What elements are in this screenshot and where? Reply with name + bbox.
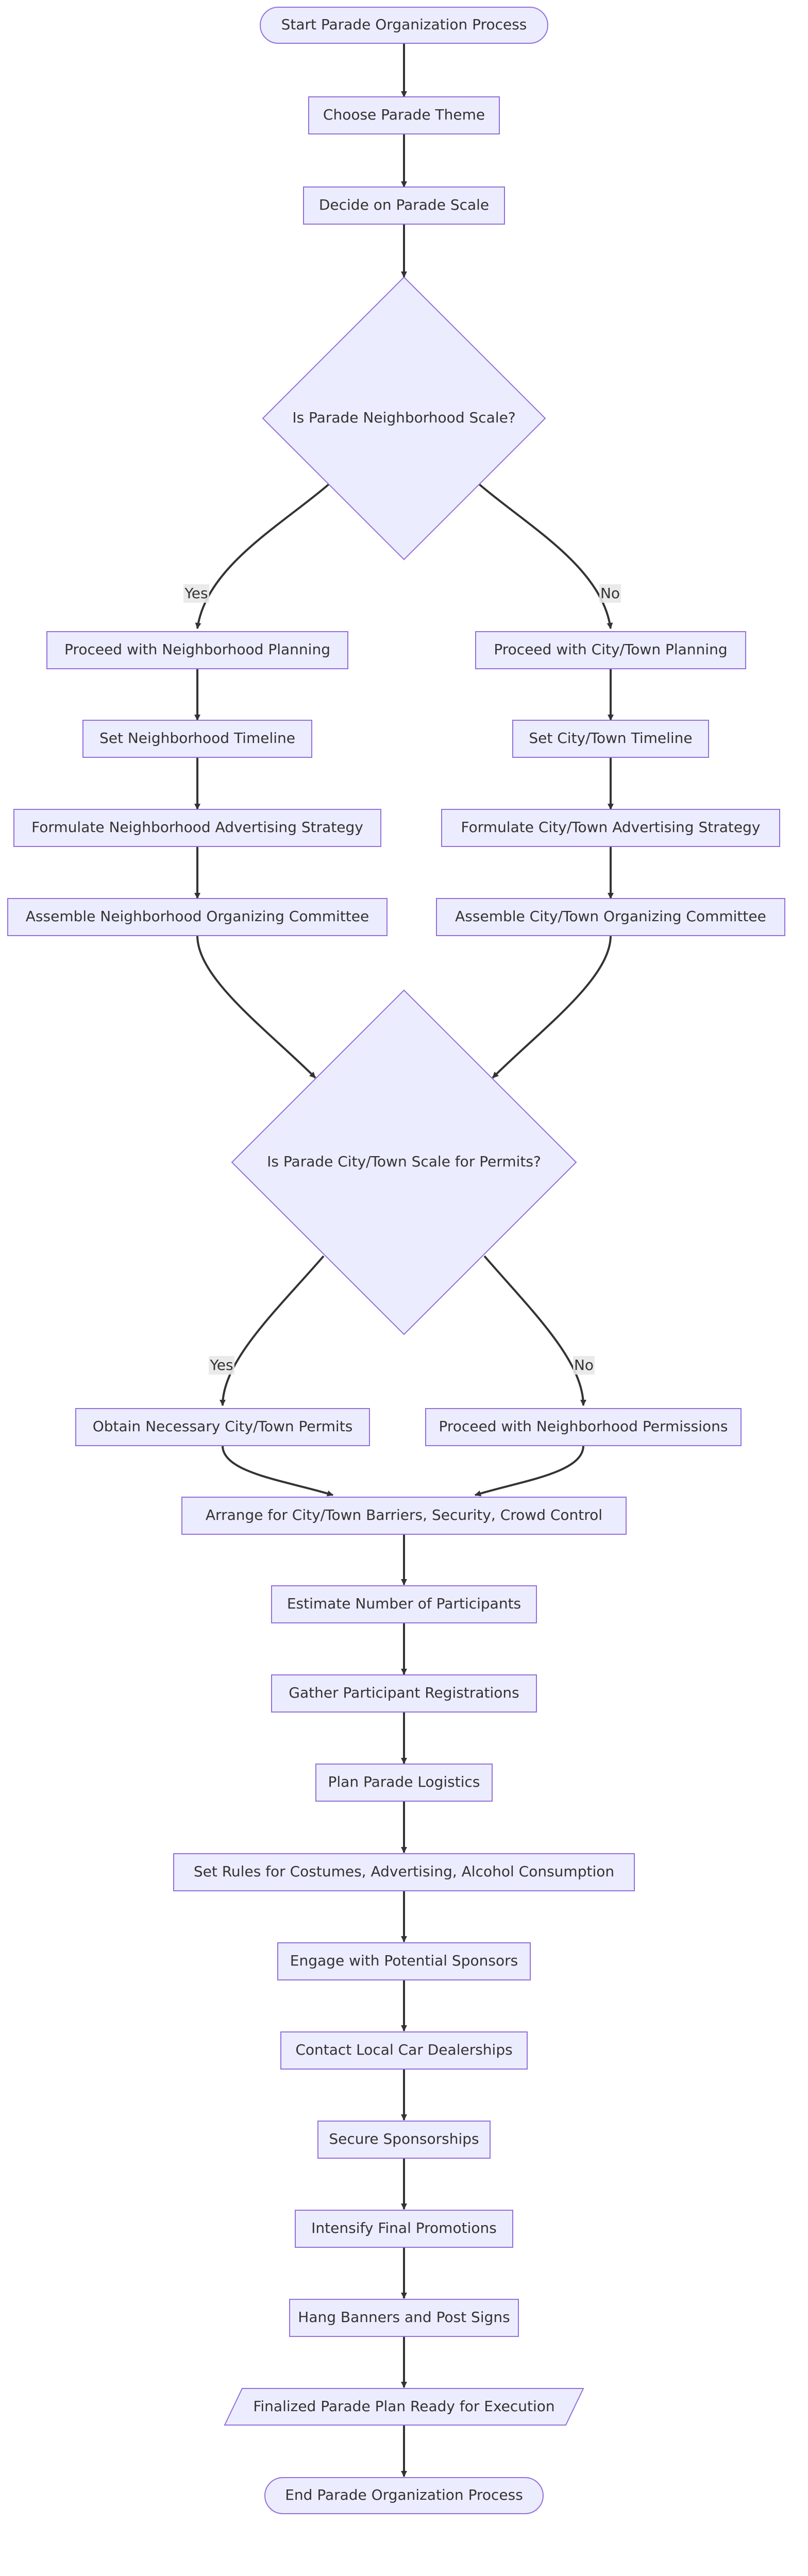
- node-choose-theme: Choose Parade Theme: [308, 96, 500, 134]
- node-city-advertising: Formulate City/Town Advertising Strategy: [441, 809, 780, 847]
- edge-label-yes-1: Yes: [183, 584, 209, 603]
- node-city-committee: Assemble City/Town Organizing Committee: [436, 898, 785, 936]
- node-hang-banners-label: Hang Banners and Post Signs: [298, 2309, 510, 2326]
- node-engage-sponsors-label: Engage with Potential Sponsors: [290, 1952, 518, 1969]
- edge-label-no-2-text: No: [574, 1357, 594, 1374]
- node-estimate-participants: Estimate Number of Participants: [271, 1585, 537, 1623]
- node-plan-logistics: Plan Parade Logistics: [315, 1764, 493, 1802]
- edge-decision-yes: [195, 483, 330, 629]
- node-neighborhood-committee: Assemble Neighborhood Organizing Committ…: [7, 898, 388, 936]
- edge-permits-no: [483, 1255, 586, 1406]
- node-decide-scale: Decide on Parade Scale: [303, 187, 505, 225]
- node-end: End Parade Organization Process: [264, 2477, 544, 2514]
- edge-labels: Yes No Yes No: [183, 584, 621, 1375]
- node-decide-scale-label: Decide on Parade Scale: [319, 196, 489, 213]
- node-city-permits-label: Obtain Necessary City/Town Permits: [93, 1418, 353, 1435]
- node-contact-dealers-label: Contact Local Car Dealerships: [295, 2041, 512, 2058]
- edge-city-committee-permits-decision: [492, 935, 612, 1079]
- node-neighborhood-committee-label: Assemble Neighborhood Organizing Committ…: [26, 908, 369, 925]
- node-plan-logistics-label: Plan Parade Logistics: [328, 1773, 480, 1790]
- node-contact-dealers: Contact Local Car Dealerships: [280, 2031, 528, 2070]
- node-secure-sponsorships-label: Secure Sponsorships: [329, 2130, 479, 2147]
- node-gather-registrations-label: Gather Participant Registrations: [289, 1684, 519, 1701]
- node-neighborhood-permissions: Proceed with Neighborhood Permissions: [425, 1408, 742, 1446]
- node-neighborhood-timeline: Set Neighborhood Timeline: [82, 720, 312, 758]
- node-city-advertising-label: Formulate City/Town Advertising Strategy: [461, 819, 761, 836]
- edge-label-no-1-text: No: [600, 585, 620, 602]
- node-neighborhood-advertising: Formulate Neighborhood Advertising Strat…: [13, 809, 381, 847]
- node-hang-banners: Hang Banners and Post Signs: [289, 2299, 519, 2337]
- node-start: Start Parade Organization Process: [260, 7, 548, 44]
- decision-neighborhood-scale: Is Parade Neighborhood Scale?: [262, 276, 546, 561]
- node-set-rules: Set Rules for Costumes, Advertising, Alc…: [173, 1853, 635, 1891]
- node-estimate-participants-label: Estimate Number of Participants: [287, 1595, 521, 1612]
- node-engage-sponsors: Engage with Potential Sponsors: [277, 1942, 531, 1980]
- edges: [194, 43, 614, 2477]
- node-set-rules-label: Set Rules for Costumes, Advertising, Alc…: [194, 1863, 614, 1880]
- edge-label-no-2: No: [573, 1356, 595, 1375]
- node-finalized-plan-label: Finalized Parade Plan Ready for Executio…: [253, 2398, 554, 2415]
- edge-label-yes-1-text: Yes: [184, 585, 208, 602]
- nodes: Start Parade Organization Process Choose…: [7, 7, 785, 2514]
- node-city-timeline: Set City/Town Timeline: [512, 720, 709, 758]
- node-neighborhood-planning-label: Proceed with Neighborhood Planning: [64, 641, 330, 658]
- edge-decision-no: [478, 483, 613, 629]
- node-barriers-label: Arrange for City/Town Barriers, Security…: [206, 1506, 602, 1523]
- node-city-permits: Obtain Necessary City/Town Permits: [75, 1408, 370, 1446]
- node-city-planning-label: Proceed with City/Town Planning: [494, 641, 727, 658]
- node-gather-registrations: Gather Participant Registrations: [271, 1674, 537, 1713]
- node-final-promotions: Intensify Final Promotions: [295, 2210, 513, 2248]
- decision-neighborhood-scale-label: Is Parade Neighborhood Scale?: [292, 409, 515, 426]
- edge-label-no-1: No: [599, 584, 621, 603]
- node-start-label: Start Parade Organization Process: [281, 16, 527, 33]
- edge-nb-committee-permits-decision: [196, 935, 316, 1079]
- edge-permissions-barriers: [475, 1445, 584, 1497]
- node-city-timeline-label: Set City/Town Timeline: [529, 730, 692, 747]
- node-neighborhood-planning: Proceed with Neighborhood Planning: [46, 631, 348, 669]
- node-secure-sponsorships: Secure Sponsorships: [317, 2121, 491, 2159]
- node-city-planning: Proceed with City/Town Planning: [475, 631, 746, 669]
- node-final-promotions-label: Intensify Final Promotions: [311, 2219, 497, 2236]
- node-neighborhood-advertising-label: Formulate Neighborhood Advertising Strat…: [31, 819, 363, 836]
- node-city-committee-label: Assemble City/Town Organizing Committee: [455, 908, 766, 925]
- node-finalized-plan: Finalized Parade Plan Ready for Executio…: [224, 2388, 584, 2426]
- node-end-label: End Parade Organization Process: [285, 2486, 523, 2503]
- node-neighborhood-permissions-label: Proceed with Neighborhood Permissions: [439, 1418, 728, 1435]
- edge-permits-yes: [220, 1255, 325, 1406]
- decision-permits-scale-label: Is Parade City/Town Scale for Permits?: [267, 1153, 541, 1170]
- node-barriers: Arrange for City/Town Barriers, Security…: [181, 1497, 627, 1535]
- edge-label-yes-2-text: Yes: [209, 1357, 233, 1374]
- edge-label-yes-2: Yes: [209, 1356, 234, 1375]
- decision-permits-scale: Is Parade City/Town Scale for Permits?: [231, 989, 577, 1335]
- node-choose-theme-label: Choose Parade Theme: [323, 106, 485, 123]
- edge-permits-barriers: [222, 1445, 333, 1497]
- node-neighborhood-timeline-label: Set Neighborhood Timeline: [99, 730, 295, 747]
